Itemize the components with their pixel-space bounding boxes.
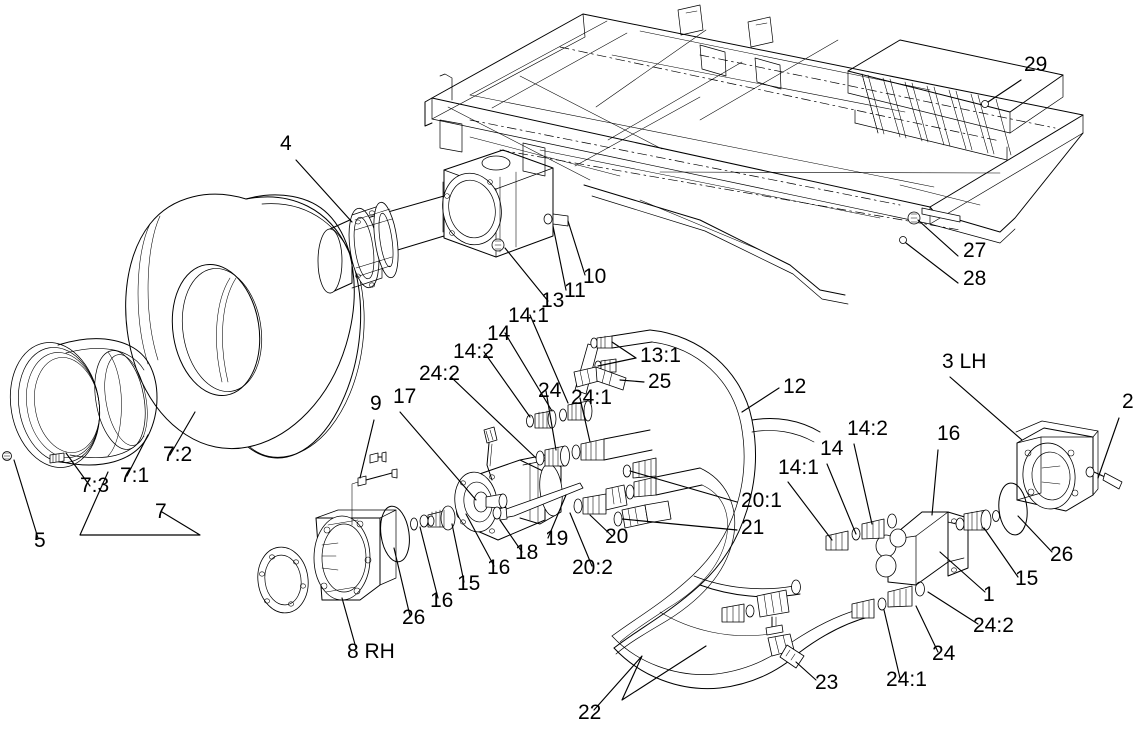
callout-29: 29 (1024, 53, 1047, 76)
bolt-9 (351, 468, 398, 526)
hardware-27-28 (899, 207, 961, 244)
leader-lines (13, 79, 1120, 711)
callout-7-2: 7:2 (163, 443, 192, 466)
callout-21: 21 (741, 516, 764, 539)
callout-16: 16 (937, 422, 960, 445)
callout-13: 13 (541, 289, 564, 312)
callout-24-2: 24:2 (973, 614, 1014, 637)
chassis-frame (352, 4, 1084, 305)
lh-hydraulic-motor-1 (875, 482, 1028, 586)
callout-26: 26 (402, 606, 425, 629)
callout-14-2: 14:2 (847, 417, 888, 440)
callout-10: 10 (583, 265, 606, 288)
callout-11: 11 (564, 279, 586, 302)
callout-16: 16 (430, 589, 453, 612)
callout-16: 16 (487, 556, 510, 579)
callout-24: 24 (932, 642, 956, 665)
callout-18: 18 (515, 541, 538, 564)
callout-24-1: 24:1 (886, 668, 927, 691)
fitting-train-20 (573, 457, 703, 529)
callout-19: 19 (545, 527, 568, 550)
callout-2: 2 (1122, 390, 1134, 413)
rim-valve-detail (49, 452, 65, 464)
callout-26: 26 (1050, 543, 1073, 566)
fitting-25 (573, 366, 627, 391)
callout-7-3: 7:3 (80, 474, 109, 497)
fitting-train-24 (535, 429, 653, 467)
callout-24-1: 24:1 (571, 386, 612, 409)
callout-28: 28 (963, 267, 986, 290)
callout-1: 1 (983, 583, 995, 606)
motor-connector (483, 426, 498, 481)
callout-12: 12 (783, 375, 806, 398)
fitting-train-bottom (721, 579, 925, 669)
wheel-rim (2, 338, 158, 468)
callout-22: 22 (578, 701, 601, 724)
planetary-drive-4 (317, 201, 399, 294)
callout-17: 17 (393, 385, 416, 408)
bolt-2 (1085, 466, 1123, 490)
frame-slats (861, 73, 1012, 156)
callout-8-rh: 8 RH (347, 640, 395, 663)
bolt-19 (369, 451, 387, 464)
callout-20: 20 (605, 525, 628, 548)
callout-14-1: 14:1 (778, 456, 819, 479)
callout-23: 23 (815, 671, 838, 694)
callout-14: 14 (820, 437, 844, 460)
tire (125, 193, 365, 459)
hardware-29 (981, 100, 989, 108)
callout-7: 7 (155, 500, 167, 523)
callout-14-1: 14:1 (508, 304, 549, 327)
callout-9: 9 (370, 392, 382, 415)
rh-hydraulic-motor-17 (351, 426, 584, 541)
callout-3-lh: 3 LH (942, 350, 986, 373)
coupler-15-right (955, 509, 992, 531)
callout-14-2: 14:2 (453, 340, 494, 363)
callout-24-2: 24:2 (419, 362, 460, 385)
callout-15: 15 (457, 572, 480, 595)
lh-wheel-drive-housing-3 (1015, 420, 1123, 512)
washer-18 (492, 506, 502, 520)
callout-20-1: 20:1 (741, 489, 782, 512)
callout-7-1: 7:1 (120, 464, 149, 487)
callout-27: 27 (963, 239, 986, 262)
callout-20-2: 20:2 (572, 556, 613, 579)
callout-13-1: 13:1 (640, 344, 681, 367)
washer-16b (410, 517, 418, 531)
callout-5: 5 (34, 529, 46, 552)
callout-4: 4 (280, 132, 292, 155)
fitting-21 (613, 500, 672, 529)
hardware-10-11 (491, 213, 569, 252)
fitting-train-right-14 (825, 513, 897, 551)
coupler-15 (419, 505, 456, 531)
callout-24: 24 (538, 379, 562, 402)
callout-25: 25 (648, 370, 671, 393)
callout-14: 14 (487, 322, 511, 345)
callout-15: 15 (1015, 567, 1038, 590)
washer-16-right (992, 510, 1000, 522)
bolt-18-shank (498, 482, 584, 521)
